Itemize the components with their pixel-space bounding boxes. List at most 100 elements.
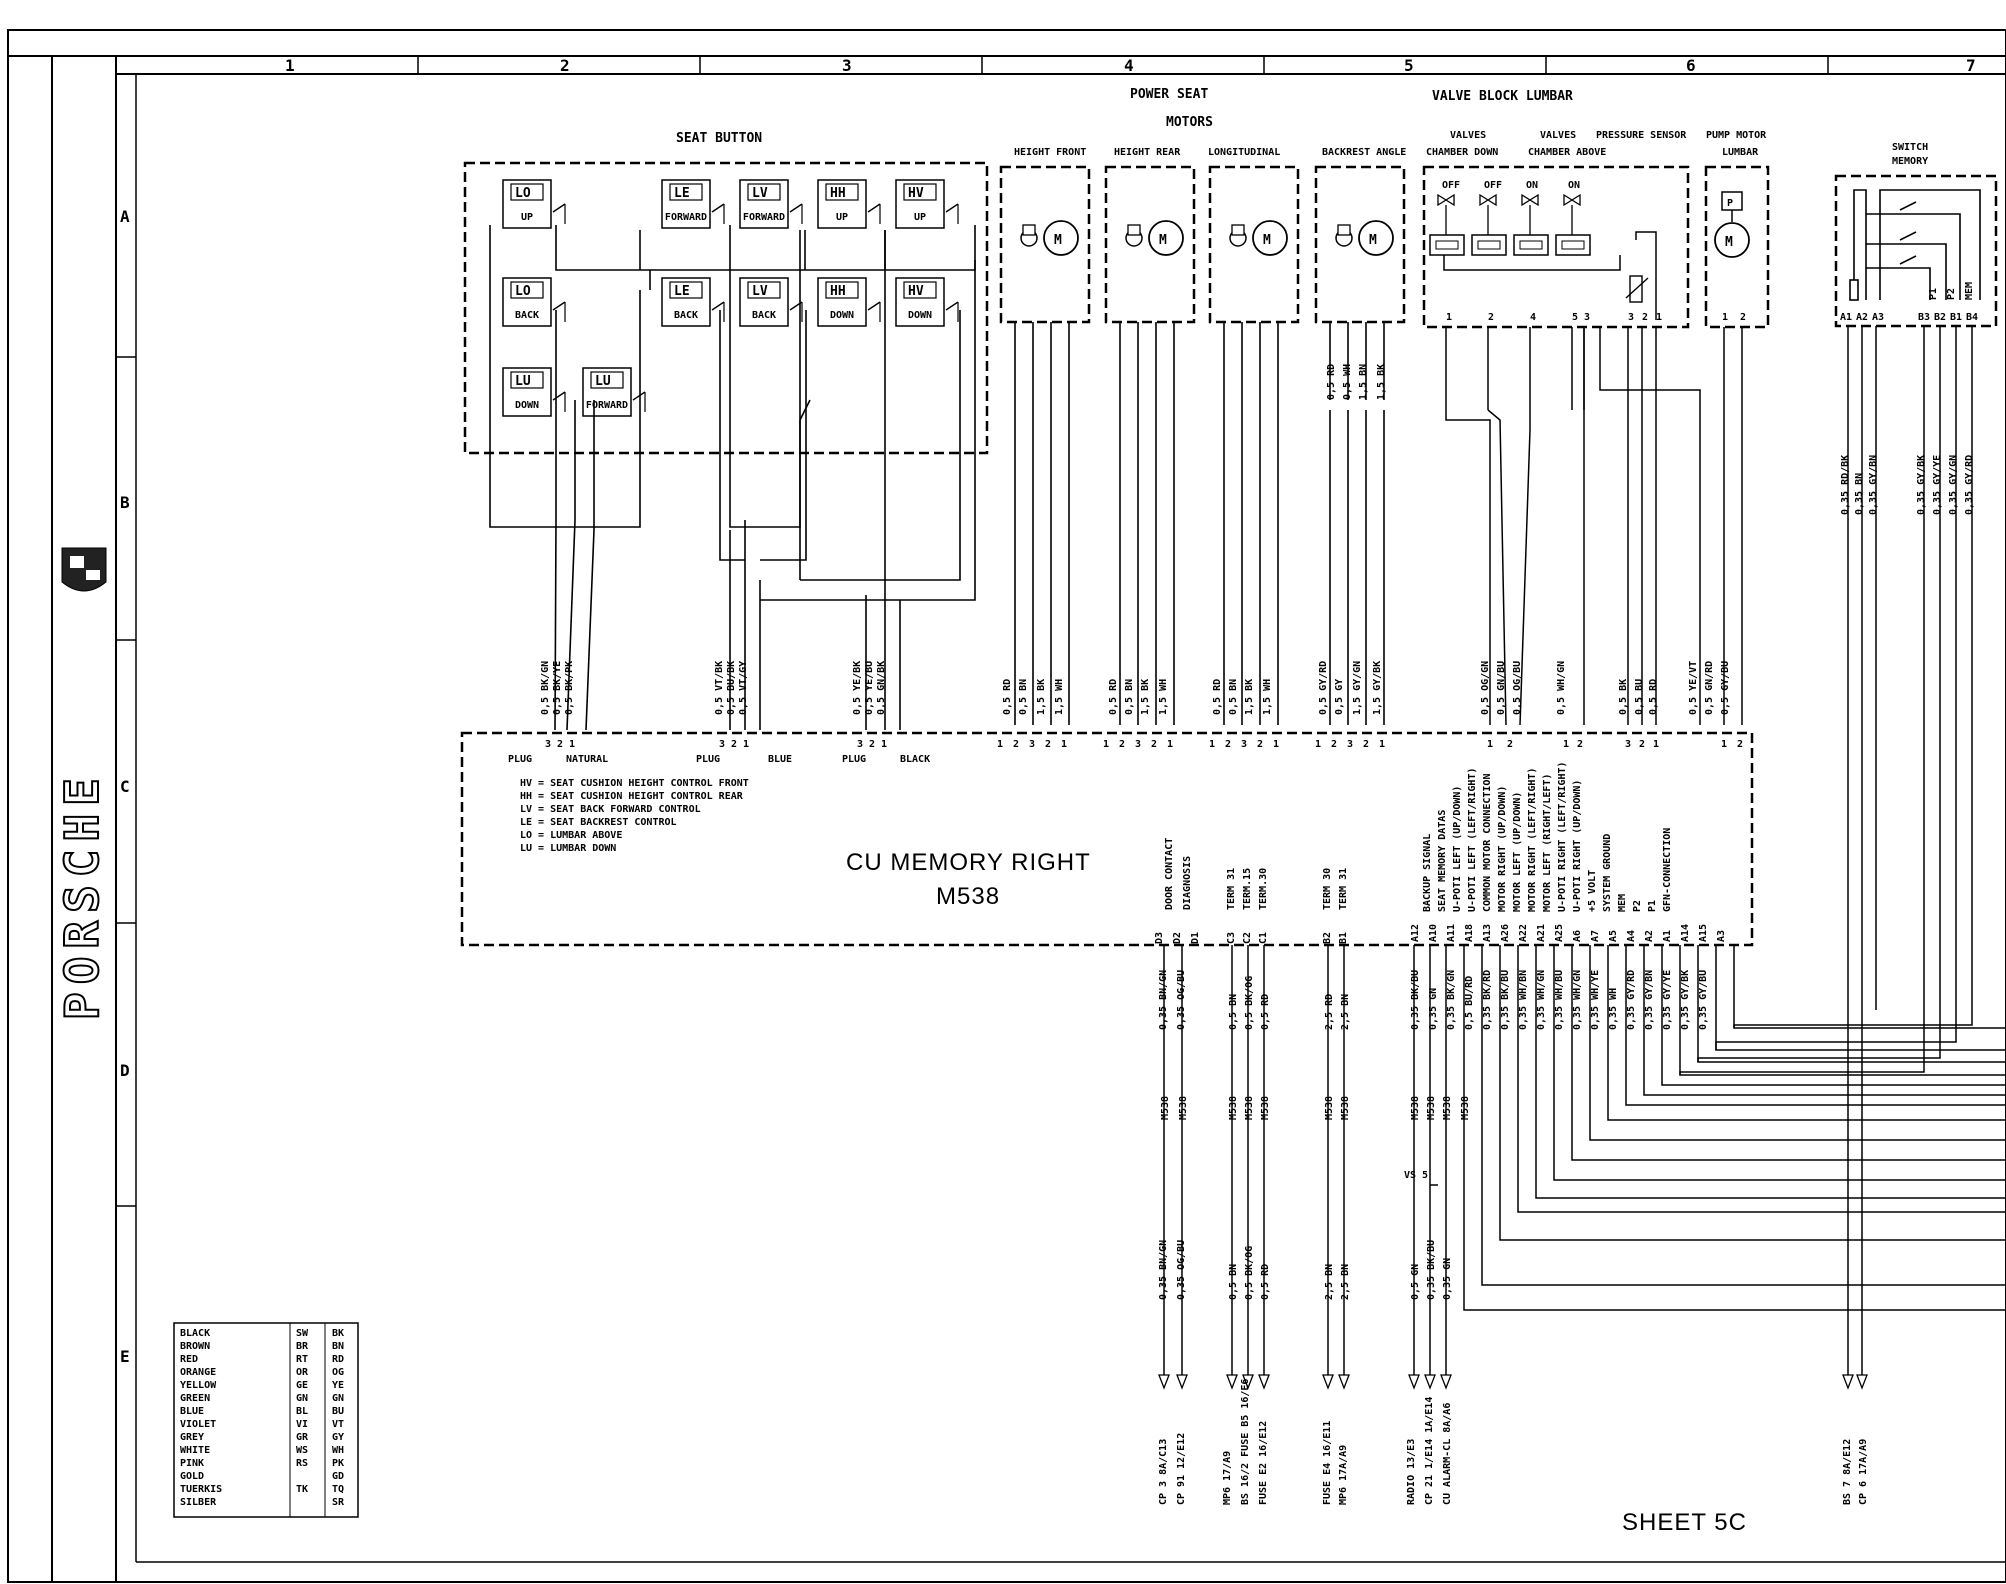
wire bbox=[1679, 945, 2006, 1076]
valve-state-label: ON bbox=[1568, 180, 1580, 191]
sensor-pin: 3 bbox=[1628, 312, 1634, 323]
legend-color-name: ORANGE bbox=[180, 1367, 216, 1378]
wire-label-switch: 0,35 GY/YE bbox=[1932, 455, 1943, 515]
cu-code: M538 bbox=[936, 883, 1000, 910]
switch-pin: B2 bbox=[1934, 312, 1946, 323]
legend-color-en: GD bbox=[332, 1471, 344, 1482]
button-code-text: HH bbox=[830, 186, 846, 201]
wire-label-seat-blue: 0,5 BU/BK bbox=[726, 661, 737, 715]
backrest-label: BACKREST ANGLE bbox=[1322, 147, 1406, 158]
button-code-frame bbox=[825, 183, 859, 201]
legend-color-en: YE bbox=[332, 1380, 344, 1391]
destination-label: FUSE E4 16/E11 bbox=[1322, 1421, 1333, 1505]
wire-label-switch: 0,35 GY/BN bbox=[1868, 455, 1879, 515]
button-code-text: LE bbox=[674, 186, 690, 201]
valve-common-wire bbox=[1443, 255, 1621, 271]
legend-color-name: GREEN bbox=[180, 1393, 210, 1404]
button-code-frame bbox=[825, 281, 859, 299]
legend-color-de: VI bbox=[296, 1419, 308, 1430]
cu-signal-left: TERM.30 bbox=[1258, 868, 1269, 910]
seat-button-title: SEAT BUTTON bbox=[676, 131, 762, 146]
button-sub-text: UP bbox=[836, 212, 848, 223]
cu-top-pin: 2 bbox=[1363, 739, 1369, 750]
cu-signal: MOTOR LEFT (RIGHT/LEFT) bbox=[1542, 774, 1553, 912]
bottom-wire-label: 0,35 GN bbox=[1442, 1258, 1453, 1300]
cu-top-pin: 3 bbox=[1241, 739, 1247, 750]
cu-pin-left: C1 bbox=[1258, 932, 1269, 944]
bottom-wire-label: 0,35 OG/BU bbox=[1176, 1240, 1187, 1300]
switch-pin: A1 bbox=[1840, 312, 1852, 323]
valve-icon bbox=[1563, 193, 1581, 207]
grid-row-d: D bbox=[120, 1061, 130, 1080]
cu-top-pin: 3 bbox=[857, 739, 863, 750]
cu-signal: MOTOR RIGHT (LEFT/RIGHT) bbox=[1527, 768, 1538, 913]
legend-color-name: YELLOW bbox=[180, 1380, 217, 1391]
button-code-text: LU bbox=[595, 374, 611, 389]
cu-pin: A5 bbox=[1608, 930, 1619, 942]
bottom-wire-label: 0,5 GN bbox=[1410, 1264, 1421, 1300]
pump-motor-block bbox=[1704, 165, 1770, 329]
switch-item-p1: P1 bbox=[1928, 288, 1939, 300]
abbreviation-legend: HV = SEAT CUSHION HEIGHT CONTROL FRONT H… bbox=[520, 778, 749, 854]
grid-col-2: 2 bbox=[560, 56, 570, 75]
switch-contact-icon bbox=[867, 203, 881, 213]
switch-contact-icon bbox=[552, 301, 566, 311]
connector-arrow-icon bbox=[1322, 1374, 1334, 1390]
legend-color-name: BROWN bbox=[180, 1341, 210, 1352]
wire bbox=[1625, 945, 2006, 1106]
cu-top-pin: 2 bbox=[1331, 739, 1337, 750]
lower-wire-label: 0,35 GY/BK bbox=[1680, 970, 1691, 1030]
wire-label-backrest: 1,5 GY/BK bbox=[1372, 661, 1383, 715]
lumbar-label: LUMBAR bbox=[1722, 147, 1759, 158]
switch-contact-icon bbox=[945, 203, 959, 213]
connector-arrow-icon bbox=[1424, 1374, 1436, 1390]
lower-wire-label: 2,5 RD bbox=[1324, 994, 1335, 1030]
cu-signal: SYSTEM GROUND bbox=[1602, 834, 1613, 912]
cu-pin: A13 bbox=[1482, 924, 1493, 942]
legend-color-name: PINK bbox=[180, 1458, 204, 1469]
wire-label-backrest: 1,5 GY/GN bbox=[1352, 661, 1363, 715]
connector-arrow-icon bbox=[1338, 1374, 1350, 1390]
cu-top-pin: 1 bbox=[1315, 739, 1321, 750]
plug-black-color: BLACK bbox=[900, 754, 930, 765]
switch-item-p2: P2 bbox=[1946, 288, 1957, 300]
connector-arrow-icon bbox=[1242, 1374, 1254, 1390]
cu-pin-left: D2 bbox=[1172, 932, 1183, 944]
legend-color-de: GR bbox=[296, 1432, 309, 1443]
grid-row-labels: A B C D E bbox=[120, 207, 130, 1366]
destination-label: CP 3 8A/C13 bbox=[1158, 1439, 1169, 1505]
cu-signal: MEM bbox=[1617, 894, 1628, 912]
wire-label-seat-natural: 0,5 BK/PK bbox=[564, 661, 575, 715]
wire bbox=[1679, 1010, 1925, 1075]
wire-label-height-rear: 0,5 BN bbox=[1124, 679, 1135, 715]
brand-logo-text: PORSCHE bbox=[55, 770, 109, 1020]
wire-label-longitudinal: 1,5 BK bbox=[1244, 679, 1255, 715]
wire-label-seat-black: 0,5 YE/BK bbox=[852, 661, 863, 715]
wire-label-longitudinal: 0,5 RD bbox=[1212, 679, 1223, 715]
lower-wire-label: 0,35 GN bbox=[1428, 988, 1439, 1030]
legend-color-en: RD bbox=[332, 1354, 344, 1365]
button-sub-text: DOWN bbox=[830, 310, 854, 321]
cu-signal-left: TERM 31 bbox=[1338, 868, 1349, 910]
grid-col-4: 4 bbox=[1124, 56, 1134, 75]
lower-wire-label: 0,35 BN/GN bbox=[1158, 970, 1169, 1030]
cu-top-pin: 3 bbox=[1029, 739, 1035, 750]
grid-col-5: 5 bbox=[1404, 56, 1414, 75]
cu-signal: BACKUP SIGNAL bbox=[1422, 834, 1433, 912]
destination-label: CP 21 1/E14 1A/E14 bbox=[1424, 1397, 1435, 1505]
grid-col-3: 3 bbox=[842, 56, 852, 75]
button-code-frame bbox=[510, 281, 544, 299]
switch-contact-icon bbox=[632, 391, 646, 401]
cu-top-pin: 2 bbox=[1151, 739, 1157, 750]
valve-state-label: OFF bbox=[1442, 180, 1460, 191]
cu-pin: A7 bbox=[1590, 930, 1601, 942]
cu-top-pin: 1 bbox=[1487, 739, 1493, 750]
cu-pin: A15 bbox=[1698, 924, 1709, 942]
m538-tag: M538 bbox=[1426, 1096, 1437, 1120]
cu-pin: A22 bbox=[1518, 924, 1529, 942]
cu-pin: A14 bbox=[1680, 924, 1691, 942]
motor-block bbox=[999, 165, 1091, 324]
destination-label: CP 91 12/E12 bbox=[1176, 1433, 1187, 1505]
